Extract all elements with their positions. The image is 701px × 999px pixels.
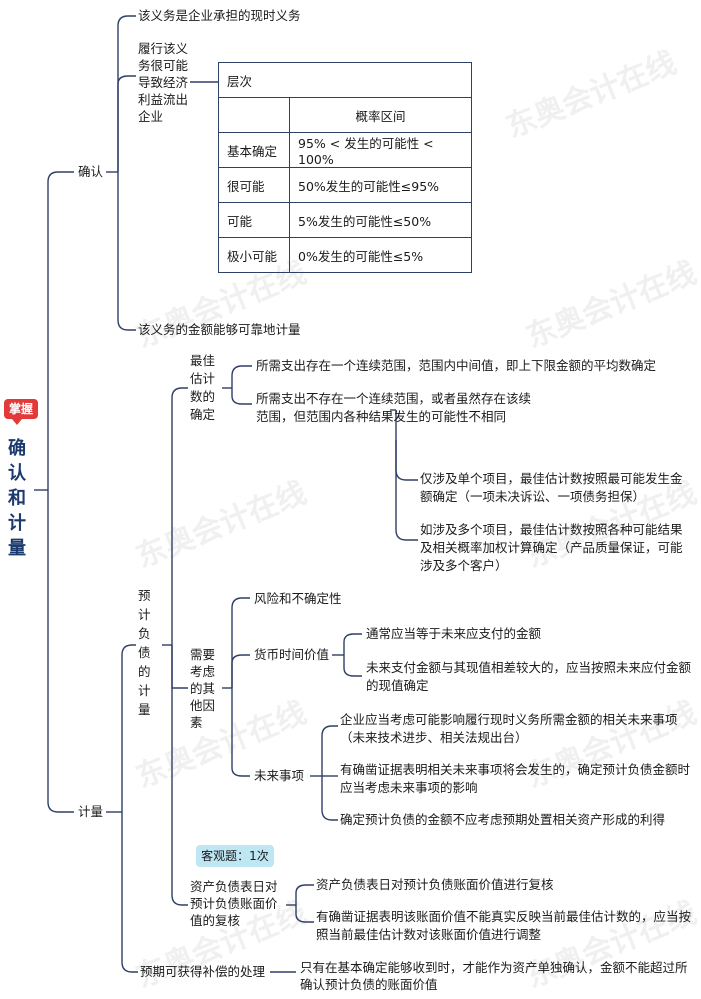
best-estimate-item-1: 所需支出存在一个连续范围，范围内中间值，即上下限金额的平均数确定 <box>256 358 657 373</box>
best-estimate-sub-2: 如涉及多个项目，最佳估计数按照各种可能结果及相关概率加权计算确定（产品质量保证，… <box>420 522 683 573</box>
review-node: 资产负债表日对预计负债账面价值的复核 <box>190 879 278 928</box>
mastery-badge: 掌握 <box>4 399 38 425</box>
other-factors-node: 需要考虑的其他因素 <box>190 647 216 730</box>
best-estimate-sub-1: 仅涉及单个项目，最佳估计数按照最可能发生金额确定（一项未决诉讼、一项债务担保） <box>420 471 683 504</box>
time-value-item-1: 通常应当等于未来应支付的金额 <box>366 626 542 641</box>
table-cell-level: 极小可能 <box>218 237 290 273</box>
table-cell-empty <box>218 97 290 133</box>
branch-measurement: 计量 <box>78 804 104 819</box>
future-events-item-1: 企业应当考虑可能影响履行现时义务所需金额的相关未来事项（未来技术进步、相关法规出… <box>340 712 678 745</box>
table-cell-range: 50%发生的可能性≤95% <box>289 167 472 203</box>
recognition-condition-3: 该义务的金额能够可靠地计量 <box>138 322 301 337</box>
table-row: 极小可能 0%发生的可能性≤5% <box>218 237 472 273</box>
table-cell-level: 可能 <box>218 202 290 238</box>
best-estimate-item-2: 所需支出不存在一个连续范围，或者虽然存在该续范围，但范围内各种结果发生的可能性不… <box>256 391 532 424</box>
table-cell-level: 很可能 <box>218 167 290 203</box>
exam-frequency-tag: 客观题：1次 <box>196 845 274 867</box>
compensation-node: 预期可获得补偿的处理 <box>140 964 266 979</box>
factor-risk: 风险和不确定性 <box>254 591 342 606</box>
recognition-condition-1: 该义务是企业承担的现时义务 <box>138 8 301 23</box>
factor-time-value: 货币时间价值 <box>254 647 330 662</box>
future-events-item-2: 有确凿证据表明相关未来事项将会发生的，确定预计负债金额时应当考虑未来事项的影响 <box>340 762 691 795</box>
best-estimate-node: 最佳估计数的确定 <box>190 353 216 422</box>
branch-recognition: 确认 <box>78 164 104 179</box>
root-topic: 确认和计量 <box>8 438 26 559</box>
table-cell-range: 5%发生的可能性≤50% <box>289 202 472 238</box>
review-item-2: 有确凿证据表明该账面价值不能真实反映当前最佳估计数的，应当按照当前最佳估计数对该… <box>316 909 692 942</box>
table-cell-level: 基本确定 <box>218 132 290 168</box>
table-header-level: 层次 <box>218 62 472 98</box>
recognition-condition-2: 履行该义务很可能导致经济利益流出企业 <box>138 41 189 124</box>
future-events-item-3: 确定预计负债的金额不应考虑预期处置相关资产形成的利得 <box>340 812 666 827</box>
table-row: 基本确定 95% < 发生的可能性 < 100% <box>218 132 472 168</box>
table-header-range: 概率区间 <box>289 97 472 133</box>
time-value-item-2: 未来支付金额与其现值相差较大的，应当按照未来应付金额的现值确定 <box>366 660 692 693</box>
table-cell-range: 0%发生的可能性≤5% <box>289 237 472 273</box>
compensation-text: 只有在基本确定能够收到时，才能作为资产单独确认，金额不能超过所确认预计负债的账面… <box>300 960 688 992</box>
table-row: 可能 5%发生的可能性≤50% <box>218 202 472 238</box>
factor-future-events: 未来事项 <box>254 768 305 783</box>
provision-measurement: 预计负债的计量 <box>138 588 151 717</box>
table-row: 很可能 50%发生的可能性≤95% <box>218 167 472 203</box>
table-cell-range: 95% < 发生的可能性 < 100% <box>289 132 472 168</box>
review-item-1: 资产负债表日对预计负债账面价值进行复核 <box>316 877 554 892</box>
probability-table: 层次 概率区间 基本确定 95% < 发生的可能性 < 100% 很可能 50%… <box>218 62 472 273</box>
